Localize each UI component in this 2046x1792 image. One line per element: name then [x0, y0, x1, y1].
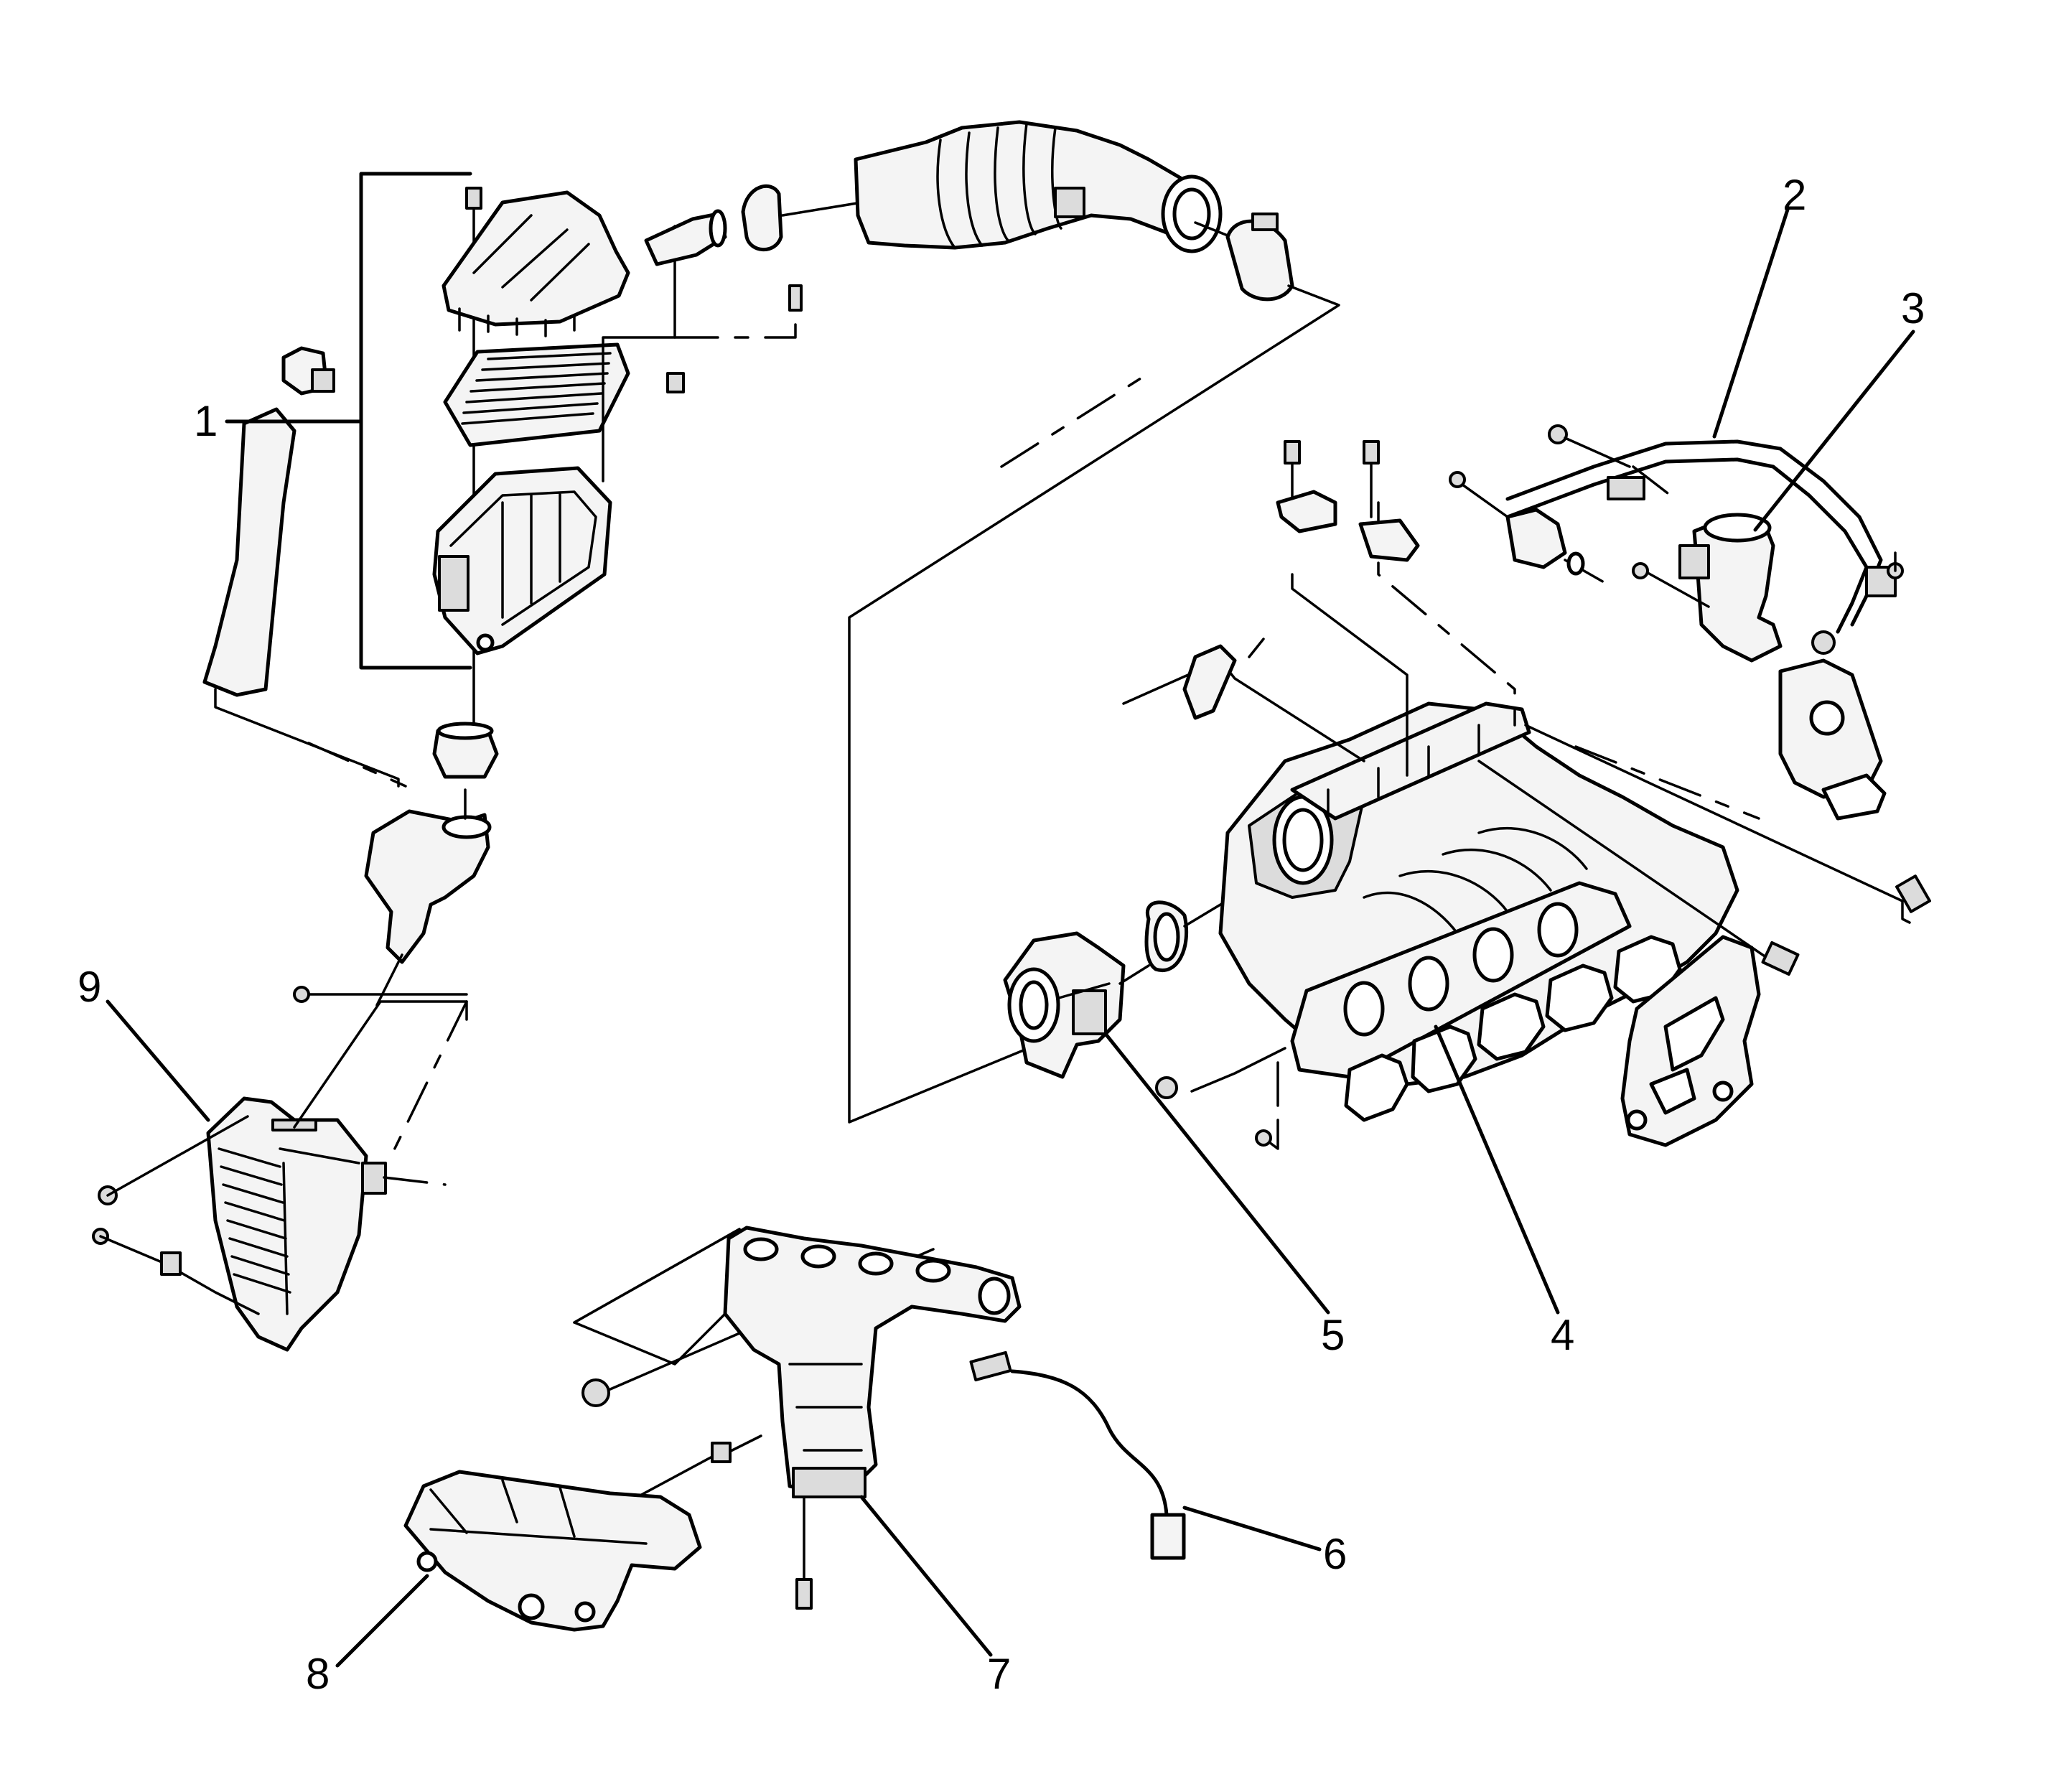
callout-3: 3 — [1901, 284, 1925, 332]
callout-9: 9 — [78, 963, 101, 1011]
heat-shield — [403, 1470, 702, 1632]
oxygen-sensor — [969, 1350, 1186, 1560]
callout-labels: 1 2 3 4 5 6 7 8 9 — [78, 171, 1925, 1698]
air-inlet-duct — [644, 120, 1340, 1124]
resonator — [92, 986, 468, 1352]
leader-lines — [106, 207, 1915, 1668]
callout-1: 1 — [194, 397, 218, 445]
exhaust-manifold — [573, 1226, 1022, 1610]
inlet-hose — [202, 346, 492, 1007]
callout-7: 7 — [987, 1650, 1011, 1698]
intake-manifold-gasket — [1344, 935, 1682, 1122]
callout-8: 8 — [306, 1650, 330, 1698]
callout-6: 6 — [1323, 1530, 1347, 1578]
callout-5: 5 — [1321, 1311, 1345, 1359]
egr-solenoid-sensor — [1449, 471, 1617, 590]
manifold-support-bracket — [1620, 935, 1761, 1147]
callout-2: 2 — [1783, 171, 1806, 219]
air-cleaner-assembly — [359, 172, 803, 779]
callout-4: 4 — [1551, 1311, 1574, 1359]
throttle-body — [1003, 860, 1294, 1079]
egr-pipe — [1505, 424, 1904, 634]
egr-valve — [1632, 513, 1887, 821]
